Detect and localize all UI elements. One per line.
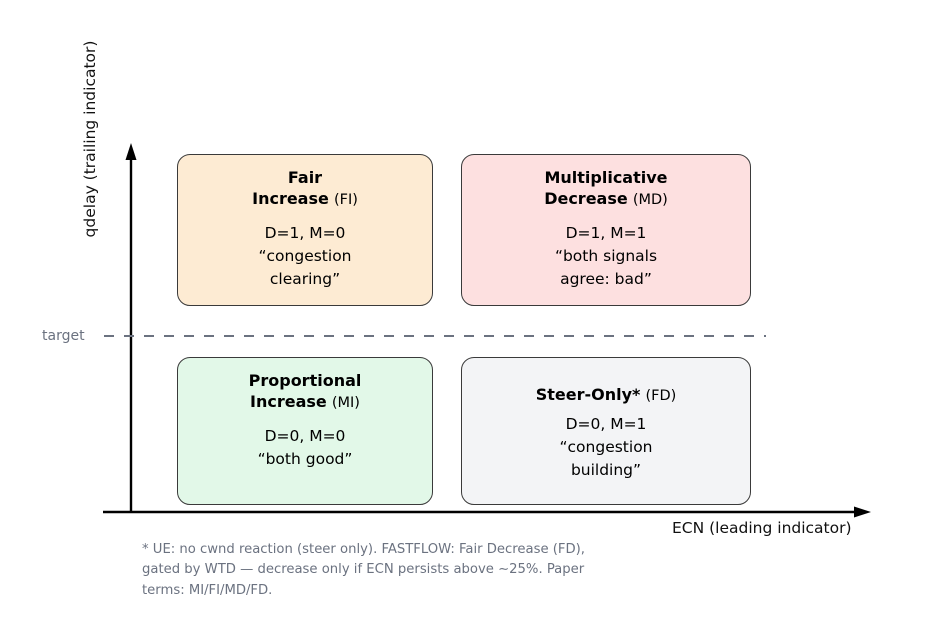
quadrant-title-line2: Decrease — [544, 189, 628, 209]
quadrant-flags: D=0, M=1 — [565, 415, 647, 434]
quadrant-steer-only[interactable]: Steer-Only* (FD) D=0, M=1 “congestion bu… — [461, 357, 751, 505]
quadrant-proportional-increase[interactable]: Proportional Increase (MI) D=0, M=0 “bot… — [177, 357, 433, 505]
quadrant-quote-line1: “both signals — [554, 247, 658, 266]
quadrant-flags: D=1, M=1 — [565, 224, 647, 243]
footnote-line-1: * UE: no cwnd reaction (steer only). FAS… — [142, 542, 586, 557]
quadrant-title: Steer-Only* (FD) — [526, 370, 687, 406]
footnote: * UE: no cwnd reaction (steer only). FAS… — [142, 540, 642, 601]
quadrant-title: Fair Increase (FI) — [242, 167, 368, 210]
quadrant-fair-increase[interactable]: Fair Increase (FI) D=1, M=0 “congestion … — [177, 154, 433, 306]
x-axis-label: ECN (leading indicator) — [672, 519, 852, 537]
quadrant-code: (FD) — [645, 388, 677, 404]
quadrant-quote-line1: “congestion — [559, 438, 653, 457]
footnote-line-2: gated by WTD — decrease only if ECN pers… — [142, 562, 585, 578]
quadrant-quote-line2: building” — [570, 460, 642, 479]
y-axis-arrowhead — [125, 143, 137, 160]
quadrant-flags: D=1, M=0 — [264, 224, 346, 243]
y-axis-label: qdelay (trailing indicator) — [81, 40, 99, 238]
target-tick-label: target — [42, 328, 85, 344]
quadrant-code: (FI) — [333, 192, 358, 209]
quadrant-quote-line1: “both good” — [257, 450, 353, 469]
quadrant-flags: D=0, M=0 — [264, 427, 346, 446]
quadrant-title-line2: Increase — [252, 189, 329, 209]
quadrant-quote-line2: agree: bad” — [560, 269, 652, 288]
quadrant-quote-line2: clearing” — [269, 269, 341, 288]
quadrant-title: Multiplicative Decrease (MD) — [534, 167, 678, 210]
quadrant-title-line1: Fair — [287, 168, 323, 187]
quadrant-title-line1: Proportional — [248, 371, 362, 390]
x-axis-arrowhead — [854, 506, 871, 518]
quadrant-title-line2: Increase — [250, 392, 327, 412]
quadrant-title: Proportional Increase (MI) — [239, 370, 372, 413]
quadrant-multiplicative-decrease[interactable]: Multiplicative Decrease (MD) D=1, M=1 “b… — [461, 154, 751, 306]
quadrant-code: (MI) — [331, 395, 360, 412]
quadrant-title-line2: Steer-Only* — [535, 385, 641, 404]
footnote-line-3: terms: MI/FI/MD/FD. — [142, 582, 273, 598]
quadrant-quote-line1: “congestion — [258, 247, 352, 266]
quadrant-code: (MD) — [632, 192, 668, 209]
quadrant-title-line1: Multiplicative — [544, 168, 668, 187]
